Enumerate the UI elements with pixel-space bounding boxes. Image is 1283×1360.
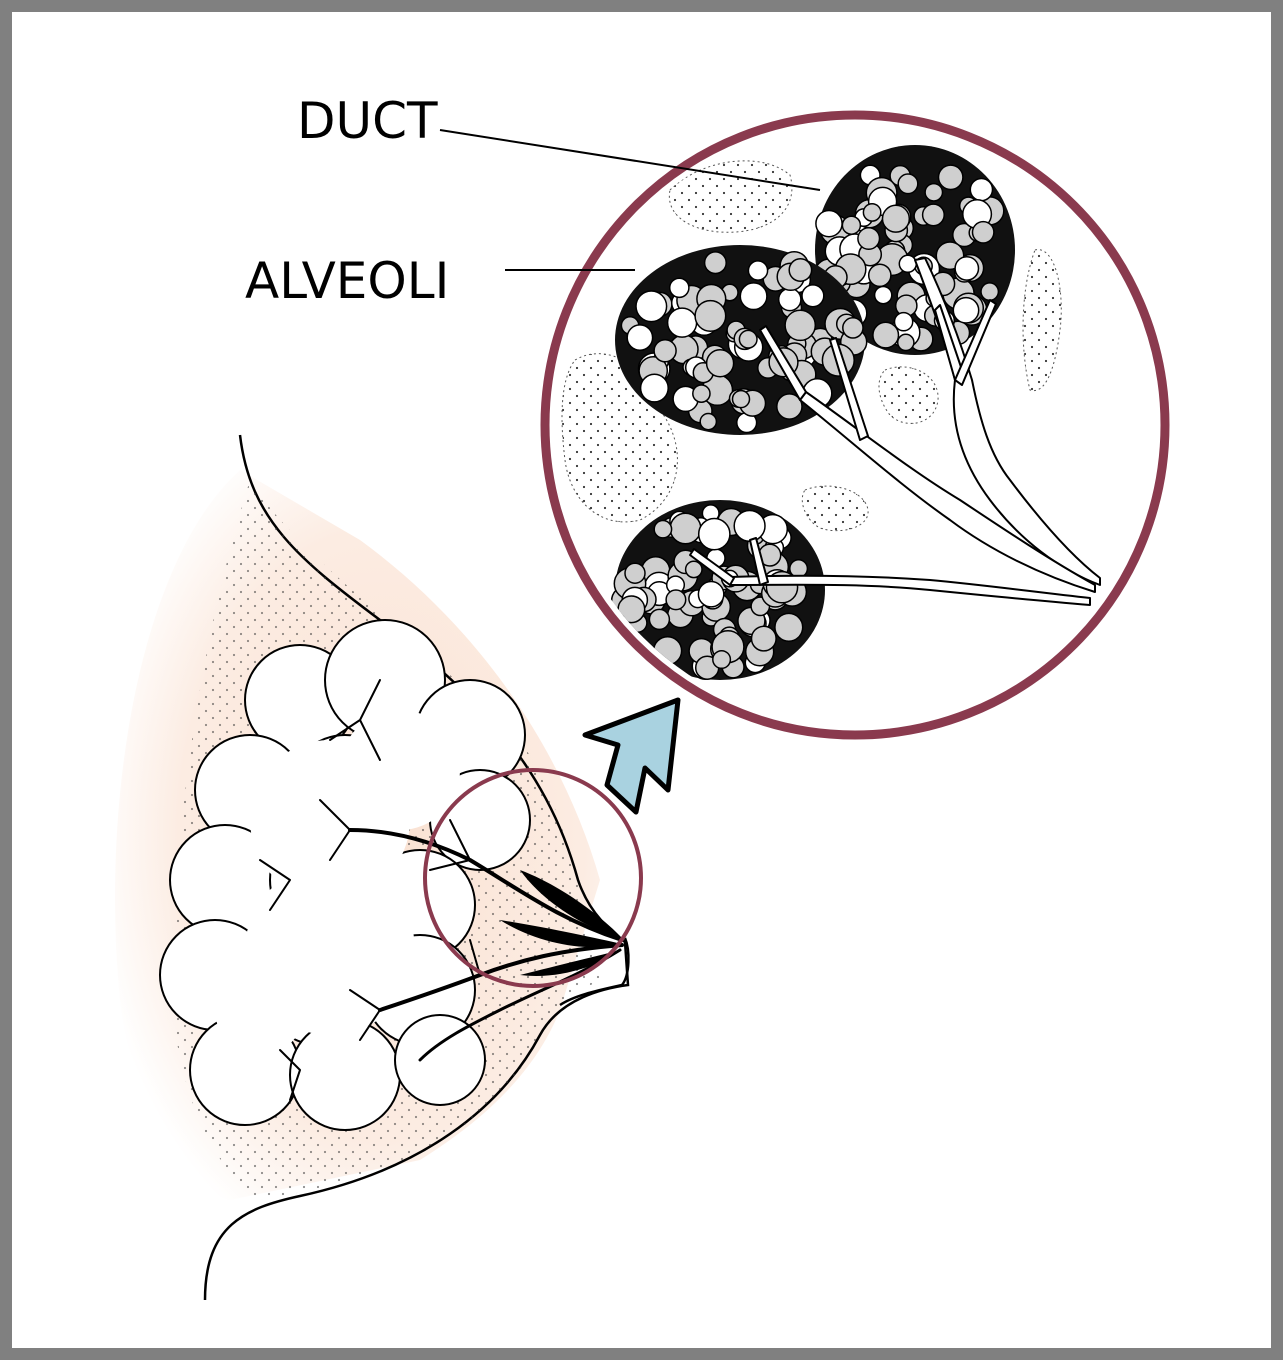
alveolus	[686, 561, 702, 577]
alveolus	[898, 174, 918, 194]
alveolus	[740, 283, 767, 310]
alveoli-label: ALVEOLI	[245, 252, 449, 310]
alveolus	[779, 288, 801, 310]
alveolus	[668, 308, 697, 337]
alveolus	[654, 521, 671, 538]
alveolus	[698, 582, 723, 607]
alveolus	[700, 414, 716, 430]
alveolus	[734, 511, 765, 542]
alveolus	[842, 216, 860, 234]
alveolus	[641, 374, 669, 402]
alveolus	[705, 252, 727, 274]
alveolus	[873, 322, 899, 348]
alveolus	[858, 228, 880, 250]
alveolus	[863, 204, 880, 221]
alveolus	[654, 340, 676, 362]
alveolus	[789, 259, 811, 281]
alveolus	[970, 179, 992, 201]
alveolus	[973, 222, 994, 243]
duct-label: DUCT	[297, 92, 438, 150]
alveolus	[895, 313, 913, 331]
alveolus	[748, 261, 767, 280]
alveolus	[875, 287, 892, 304]
alveolus	[649, 609, 669, 629]
alveolus	[869, 264, 891, 286]
alveolus	[981, 283, 998, 300]
alveolus	[785, 310, 815, 340]
alveolus	[955, 257, 978, 280]
alveolus	[843, 318, 863, 338]
alveolus	[713, 651, 731, 669]
alveolus	[939, 165, 963, 189]
alveolus	[627, 325, 652, 350]
alveolus	[699, 519, 730, 550]
alveolus	[816, 211, 842, 237]
alveolus	[899, 255, 916, 272]
alveolus	[739, 330, 757, 348]
alveolus	[707, 350, 734, 377]
alveolus	[953, 298, 978, 323]
alveolus	[695, 301, 726, 332]
alveolus	[898, 334, 914, 350]
alveolus	[670, 278, 689, 297]
alveolus	[625, 563, 645, 583]
alveolus	[636, 291, 667, 322]
alveolus	[923, 204, 945, 226]
alveolus	[666, 590, 686, 610]
magnify-arrow-icon	[585, 700, 678, 812]
alveolus	[693, 385, 710, 402]
alveolus	[752, 626, 777, 651]
alveolus	[925, 184, 942, 201]
alveolus	[775, 613, 803, 641]
alveolus	[883, 205, 910, 232]
alveolus	[733, 391, 750, 408]
alveolus	[670, 513, 701, 544]
alveolus	[802, 285, 824, 307]
